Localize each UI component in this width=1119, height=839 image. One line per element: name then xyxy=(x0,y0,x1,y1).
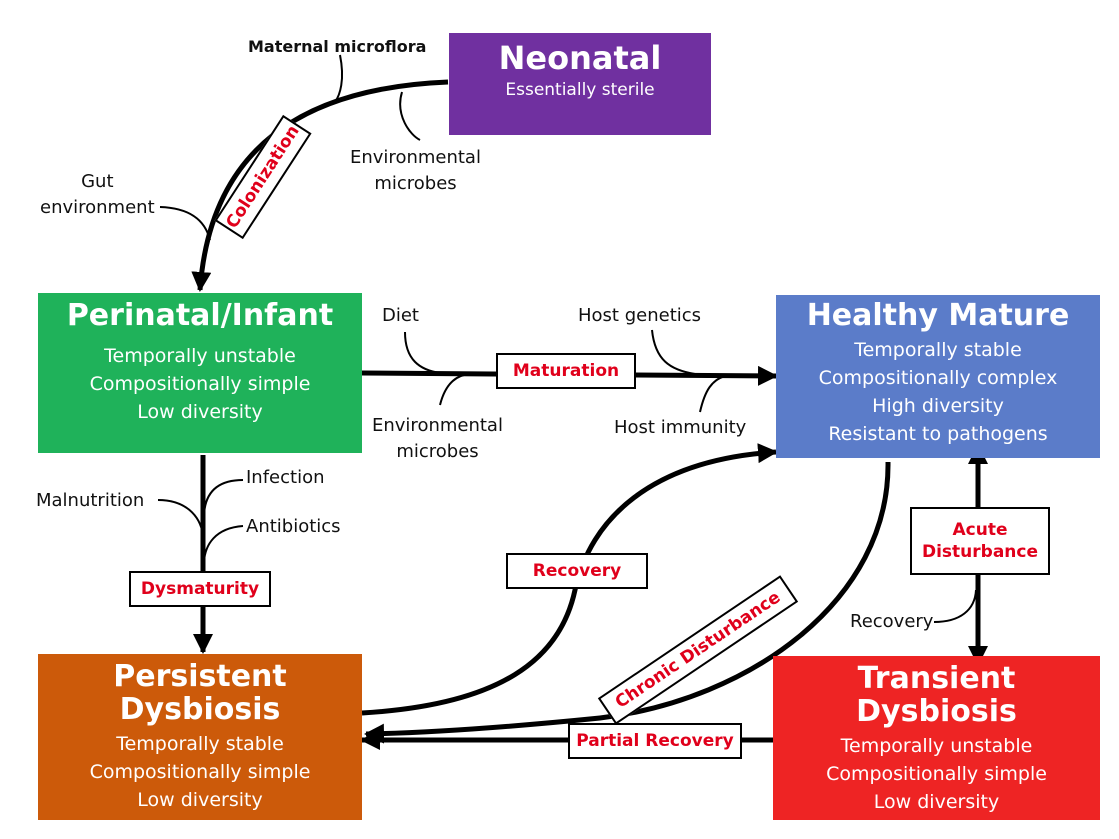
infection-label: Infection xyxy=(246,467,325,488)
perinatal-title: Perinatal/Infant xyxy=(66,298,334,333)
antibiotics-label: Antibiotics xyxy=(246,516,341,537)
diet-connector xyxy=(404,331,441,374)
environmental-microbes-mid-connector xyxy=(439,373,471,406)
infection-connector xyxy=(203,479,244,516)
persistent-dysbiosis-line-2: Compositionally simple xyxy=(89,761,311,783)
transient-dysbiosis-line-4: Permissive to pathogens xyxy=(819,819,1054,839)
malnutrition-label: Malnutrition xyxy=(36,490,145,511)
persistent-dysbiosis-title: Persistent Dysbiosis xyxy=(113,659,287,727)
recovery-factor-connector xyxy=(933,589,977,623)
persistent-dysbiosis-line-1: Temporally stable xyxy=(116,733,284,755)
healthy-mature-line-3: High diversity xyxy=(872,395,1004,417)
dysmaturity-tag: Dysmaturity xyxy=(129,571,271,607)
host-immunity-label: Host immunity xyxy=(614,417,747,438)
recovery-factor-label: Recovery xyxy=(850,611,934,632)
transient-dysbiosis-line-1: Temporally unstable xyxy=(840,735,1033,757)
environmental-microbes-top-line-1: Environmental xyxy=(350,147,481,168)
host-immunity-connector xyxy=(699,375,726,413)
host-genetics-connector xyxy=(651,329,696,375)
healthy-mature-line-4: Resistant to pathogens xyxy=(828,423,1048,445)
recovery-tag: Recovery xyxy=(506,553,648,589)
gut-environment-connector xyxy=(159,206,211,241)
environmental-microbes-top-connector xyxy=(399,91,421,141)
persistent-dysbiosis-box: Persistent Dysbiosis Temporally stable C… xyxy=(38,654,362,839)
transient-dysbiosis-line-3: Low diversity xyxy=(873,791,1000,813)
transient-dysbiosis-box: Transient Dysbiosis Temporally unstable … xyxy=(773,656,1100,839)
diet-label: Diet xyxy=(382,305,419,326)
persistent-dysbiosis-line-3: Low diversity xyxy=(137,789,263,811)
perinatal-line-2: Compositionally simple xyxy=(89,373,311,395)
malnutrition-connector xyxy=(157,499,204,536)
environmental-microbes-mid-label: Environmental microbes xyxy=(372,413,503,465)
transient-dysbiosis-line-2: Compositionally simple xyxy=(826,763,1047,785)
gut-environment-line-1: Gut xyxy=(81,171,114,192)
neonatal-title: Neonatal xyxy=(498,39,662,77)
neonatal-line-1: Essentially sterile xyxy=(505,80,655,101)
maternal-microflora-connector xyxy=(334,54,344,103)
host-genetics-label: Host genetics xyxy=(578,305,702,326)
environmental-microbes-mid-line-2: microbes xyxy=(396,441,479,462)
environmental-microbes-top-line-2: microbes xyxy=(374,173,457,194)
chronic-disturbance-arrow xyxy=(364,461,891,744)
persistent-dysbiosis-line-4: Permissive to pathogens xyxy=(83,817,317,839)
antibiotics-connector xyxy=(203,525,244,563)
environmental-microbes-mid-line-1: Environmental xyxy=(372,415,503,436)
gut-environment-line-2: environment xyxy=(40,197,155,218)
healthy-mature-title: Healthy Mature xyxy=(806,298,1070,333)
acute-disturbance-line-1: Acute xyxy=(952,520,1008,540)
partial-recovery-tag: Partial Recovery xyxy=(568,723,742,759)
acute-disturbance-tag: Acute Disturbance xyxy=(910,507,1050,575)
recovery-arrow xyxy=(361,443,778,716)
transient-dysbiosis-title: Transient Dysbiosis xyxy=(856,661,1017,729)
acute-disturbance-line-2: Disturbance xyxy=(921,542,1039,562)
healthy-mature-line-2: Compositionally complex xyxy=(818,367,1058,389)
maternal-microflora-label: Maternal microflora xyxy=(248,37,427,56)
neonatal-box: Neonatal Essentially sterile xyxy=(449,33,711,135)
perinatal-box: Perinatal/Infant Temporally unstable Com… xyxy=(38,293,362,453)
perinatal-line-3: Low diversity xyxy=(137,401,263,423)
gut-environment-label: Gut environment xyxy=(40,169,155,221)
healthy-mature-line-1: Temporally stable xyxy=(854,339,1022,361)
maturation-tag: Maturation xyxy=(496,353,636,389)
environmental-microbes-top-label: Environmental microbes xyxy=(350,145,481,197)
healthy-mature-box: Healthy Mature Temporally stable Composi… xyxy=(776,295,1100,458)
perinatal-line-1: Temporally unstable xyxy=(104,345,296,367)
